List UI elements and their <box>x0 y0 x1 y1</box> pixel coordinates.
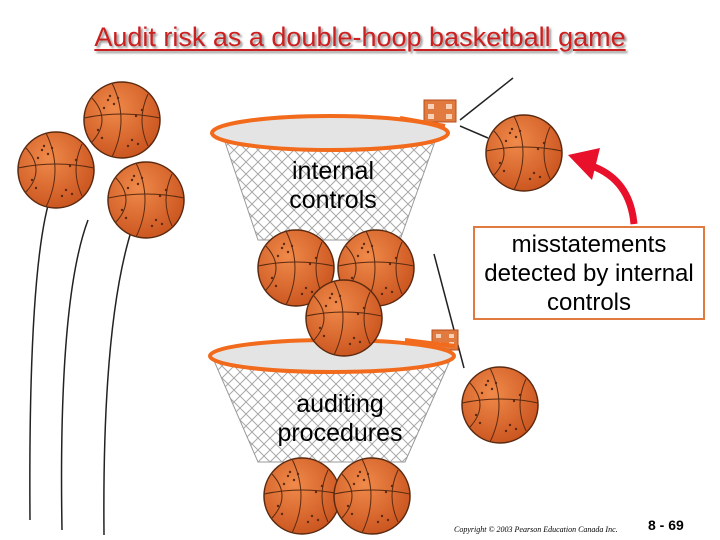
auditing-procedures-label: auditing procedures <box>277 390 403 447</box>
basketball <box>305 279 383 357</box>
internal-controls-label: internal controls <box>289 157 377 214</box>
basketball <box>17 131 95 209</box>
basketball <box>485 114 563 192</box>
basketball <box>461 366 539 444</box>
basketball <box>333 457 411 535</box>
curved-arrow <box>590 162 638 225</box>
page-number: 8 - 69 <box>648 517 684 533</box>
arrow-head <box>568 148 600 180</box>
slide-title: Audit risk as a double-hoop basketball g… <box>94 22 626 52</box>
misstatements-box: misstatements detected by internal contr… <box>473 226 705 320</box>
basketball <box>263 457 341 535</box>
top-hoop-rim <box>210 114 450 152</box>
basketball <box>107 161 185 239</box>
basketball <box>83 81 161 159</box>
copyright-notice: Copyright © 2003 Pearson Education Canad… <box>454 525 618 534</box>
